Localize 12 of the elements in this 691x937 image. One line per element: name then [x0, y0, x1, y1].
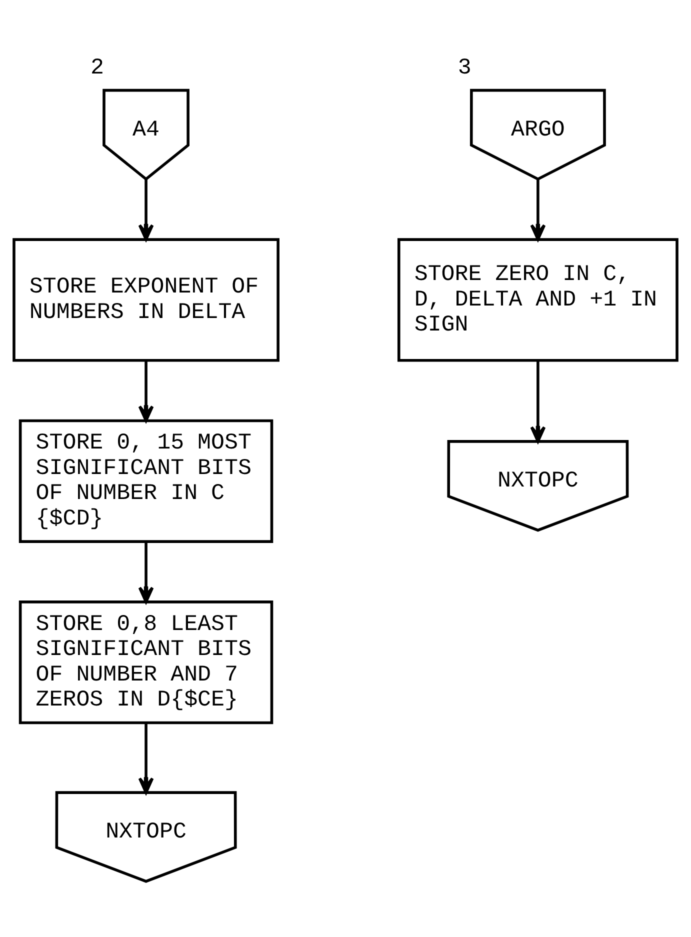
node-box: STORE 0,8 LEAST SIGNIFICANT BITS OF NUMBER AND 7 ZEROS IN D{$CE} — [18, 600, 274, 724]
node-label: 2 — [90, 54, 104, 81]
arrow — [138, 723, 154, 794]
arrow — [138, 360, 154, 422]
node-box: STORE EXPONENT OF NUMBERS IN DELTA — [12, 238, 280, 362]
arrow — [530, 360, 546, 443]
node-box: STORE 0, 15 MOST SIGNIFICANT BITS OF NUMBER IN C {$CD} — [18, 419, 274, 543]
node-box: STORE ZERO IN C, D, DELTA AND +1 IN SIGN — [397, 238, 678, 362]
arrow — [138, 179, 154, 241]
arrow — [138, 542, 154, 604]
node-label: 3 — [458, 54, 472, 81]
arrow — [530, 179, 546, 241]
